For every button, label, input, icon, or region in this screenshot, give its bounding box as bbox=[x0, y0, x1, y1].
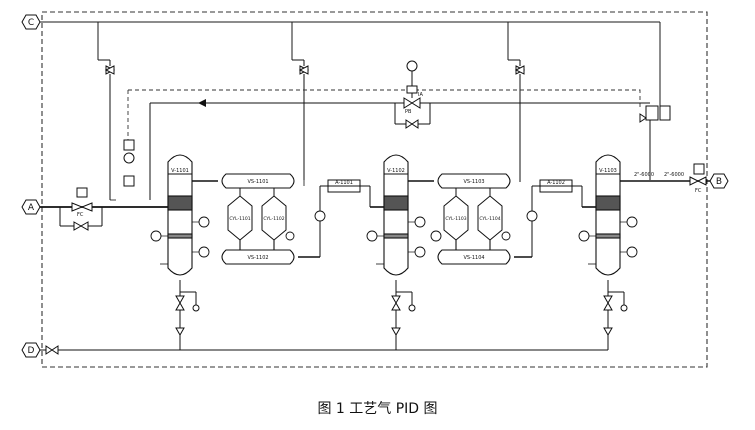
right-control-valve-cluster[interactable] bbox=[639, 105, 671, 180]
connector-a-label: A bbox=[28, 203, 35, 213]
vessel-v-1101[interactable] bbox=[167, 154, 193, 276]
vessel-vs-1101[interactable] bbox=[192, 173, 295, 189]
pipe-spec-1: 2"-6000 bbox=[634, 172, 654, 178]
header-line-c bbox=[40, 21, 661, 110]
vessel-vs-1103[interactable] bbox=[408, 173, 511, 189]
cyl-1103-tag: CYL-1103 bbox=[445, 216, 466, 222]
vs-1104-tag: VS-1104 bbox=[463, 255, 484, 261]
vs-1103-tag: VS-1103 bbox=[463, 179, 484, 185]
regulator-valve-3[interactable] bbox=[508, 59, 526, 182]
fc2-label: FC bbox=[695, 188, 702, 194]
vessel-v-1102[interactable] bbox=[383, 154, 409, 276]
v-1101-tag: V-1101 bbox=[171, 168, 189, 174]
vessel-nozzles bbox=[110, 180, 596, 265]
fc-label: FC bbox=[77, 212, 84, 218]
cylinder-cyl-1102[interactable] bbox=[261, 188, 287, 241]
outlet-flow-control-valve[interactable] bbox=[689, 163, 707, 186]
vessel-vs-1104[interactable] bbox=[437, 240, 511, 265]
connector-c[interactable]: C bbox=[21, 14, 41, 30]
exchanger-a-1102[interactable] bbox=[514, 179, 596, 258]
a-1101-tag: A-1101 bbox=[335, 180, 353, 186]
connector-b-label: B bbox=[716, 177, 722, 187]
cylinder-cyl-1104[interactable] bbox=[477, 188, 503, 241]
figure-caption: 图 1 工艺气 PID 图 bbox=[317, 401, 438, 417]
vs-1102-tag: VS-1102 bbox=[247, 255, 268, 261]
connector-c-label: C bbox=[28, 18, 34, 28]
regulator-valve-2[interactable] bbox=[292, 59, 310, 180]
cylinder-cyl-1103[interactable] bbox=[443, 188, 469, 241]
cyl-1101-tag: CYL-1101 bbox=[229, 216, 250, 222]
flow-arrow-icon bbox=[198, 99, 206, 107]
connector-d[interactable]: D bbox=[21, 342, 41, 358]
cyl-1102-tag: CYL-1102 bbox=[263, 216, 284, 222]
pressure-control-station[interactable] bbox=[394, 60, 431, 129]
vs-1101-tag: VS-1101 bbox=[247, 179, 268, 185]
drain-lines bbox=[40, 280, 625, 351]
a-1102-tag: A-1102 bbox=[547, 180, 565, 186]
vessel-vs-1102[interactable] bbox=[221, 240, 295, 265]
exchanger-a-1101[interactable] bbox=[298, 179, 384, 258]
pb-label: PB bbox=[405, 109, 412, 115]
analyzer-instrument[interactable] bbox=[123, 139, 135, 187]
instrument-bubbles[interactable] bbox=[150, 210, 638, 258]
cyl-1104-tag: CYL-1104 bbox=[479, 216, 500, 222]
cylinder-cyl-1101[interactable] bbox=[227, 188, 253, 241]
regulator-valve-1[interactable] bbox=[98, 59, 116, 200]
v-1103-tag: V-1103 bbox=[599, 168, 617, 174]
instrument-connections bbox=[161, 221, 627, 253]
vessel-v-1103[interactable] bbox=[595, 154, 621, 276]
connector-b[interactable]: B bbox=[709, 173, 729, 189]
v-1102-tag: V-1102 bbox=[387, 168, 405, 174]
connector-d-label: D bbox=[28, 346, 35, 356]
connector-a[interactable]: A bbox=[21, 199, 41, 215]
drain-valves[interactable] bbox=[45, 295, 628, 355]
ia-label: IA bbox=[418, 92, 423, 98]
inlet-flow-control-valve[interactable] bbox=[59, 187, 103, 231]
pipe-spec-2: 2"-6000 bbox=[664, 172, 684, 178]
battery-limit-boundary bbox=[41, 11, 708, 368]
return-line bbox=[149, 102, 650, 200]
